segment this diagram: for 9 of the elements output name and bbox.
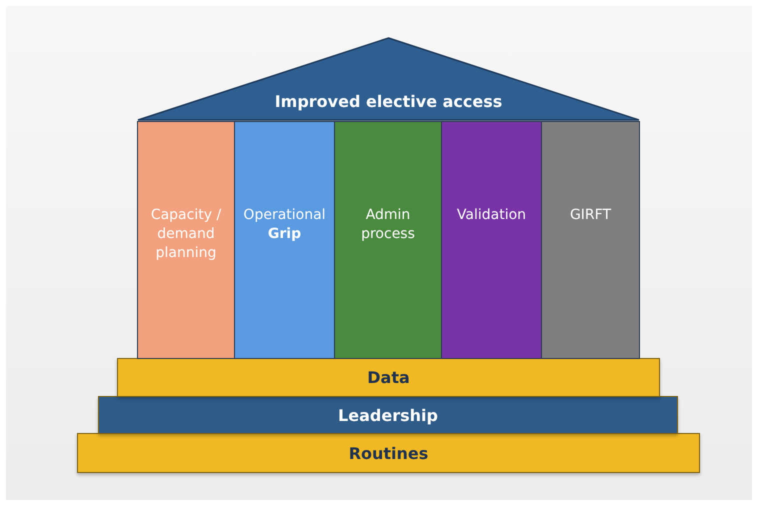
foundation-step: Data (117, 358, 660, 397)
pillar-column: Operational Grip (234, 121, 335, 359)
pillar-column: GIRFT (541, 121, 640, 359)
roof-title: Improved elective access (274, 92, 502, 111)
pillar-column: Admin process (334, 121, 442, 359)
pillar-column: Validation (441, 121, 542, 359)
foundation-step: Leadership (98, 396, 678, 434)
foundation-step: Routines (77, 433, 700, 473)
pillar-column: Capacity / demand planning (137, 121, 235, 359)
